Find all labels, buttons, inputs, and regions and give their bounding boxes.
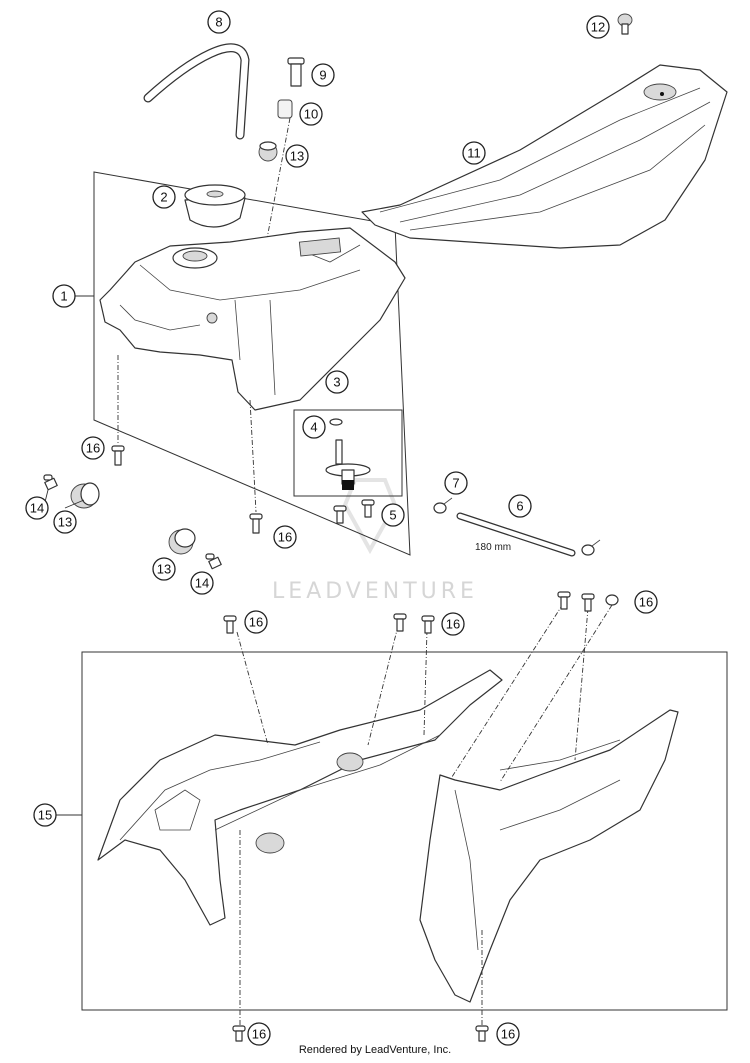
- svg-text:13: 13: [58, 515, 72, 530]
- svg-text:16: 16: [278, 530, 292, 545]
- svg-text:9: 9: [319, 68, 326, 83]
- callout-7: 7: [444, 471, 468, 495]
- callout-16-f: 16: [247, 1022, 271, 1046]
- screw-14-left: [43, 474, 58, 491]
- spoiler-screw-axis-4: [449, 603, 564, 781]
- svg-text:14: 14: [195, 576, 209, 591]
- seat-fixing-screw: [617, 13, 633, 35]
- svg-text:12: 12: [591, 20, 605, 35]
- spoiler-screw-axis-6: [499, 604, 613, 783]
- callout-10: 10: [299, 102, 323, 126]
- callout-16-a: 16: [81, 436, 105, 460]
- callout-4: 4: [302, 415, 326, 439]
- fuel-line-length-label: 180 mm: [475, 542, 511, 553]
- svg-text:16: 16: [639, 595, 653, 610]
- spoiler-left: [97, 669, 503, 926]
- seat: [361, 64, 728, 249]
- tank-rubber-grommet: [258, 141, 278, 162]
- svg-text:16: 16: [501, 1027, 515, 1042]
- hose-clamps: [433, 497, 601, 556]
- fuel-tap-group-frame: [293, 409, 403, 497]
- tank-mount-bushing: [277, 99, 293, 119]
- spoiler-right: [419, 709, 679, 1003]
- spoiler-screw-axis-5: [574, 607, 589, 761]
- spoiler-screw-axis-2: [367, 625, 399, 746]
- callout-8: 8: [207, 10, 231, 34]
- svg-text:3: 3: [333, 375, 340, 390]
- spoiler-screw-axis-3: [423, 629, 428, 736]
- callout-9: 9: [311, 63, 335, 87]
- spoiler-screw-axis-1: [236, 631, 269, 746]
- callout-16-e: 16: [634, 590, 658, 614]
- svg-text:1: 1: [60, 289, 67, 304]
- fuel-tap-screws: [333, 499, 375, 524]
- watermark-text: LEADVENTURE: [272, 579, 478, 604]
- svg-text:15: 15: [38, 808, 52, 823]
- tank-screw-front: [111, 445, 125, 466]
- breather-hose: [143, 43, 250, 140]
- svg-text:7: 7: [452, 476, 459, 491]
- fuel-tap: [325, 418, 371, 490]
- svg-text:4: 4: [310, 420, 317, 435]
- callout-13-top: 13: [285, 144, 309, 168]
- rubber-buffer-13-left: [70, 482, 100, 509]
- leader-lines: [44, 295, 94, 816]
- svg-text:14: 14: [30, 501, 44, 516]
- callout-5: 5: [381, 503, 405, 527]
- spoiler-screws: [223, 591, 619, 1042]
- callout-16-c: 16: [244, 610, 268, 634]
- callout-6: 6: [508, 494, 532, 518]
- tank-mount-screw: [287, 57, 305, 87]
- svg-text:8: 8: [215, 15, 222, 30]
- svg-text:5: 5: [389, 508, 396, 523]
- callout-16-b: 16: [273, 525, 297, 549]
- svg-text:13: 13: [290, 149, 304, 164]
- callout-12: 12: [586, 15, 610, 39]
- screw-14-center: [205, 553, 222, 570]
- callout-1: 1: [52, 284, 76, 308]
- fuel-tank: [99, 227, 406, 411]
- callout-14-left: 14: [25, 496, 49, 520]
- tank-screw-axis-rear: [249, 399, 257, 513]
- svg-text:16: 16: [446, 617, 460, 632]
- rubber-buffer-13-center: [168, 528, 196, 555]
- svg-text:13: 13: [157, 562, 171, 577]
- callout-16-g: 16: [496, 1022, 520, 1046]
- fuel-tank-group-frame: [93, 171, 411, 556]
- svg-text:16: 16: [249, 615, 263, 630]
- fuel-cap: [184, 184, 246, 228]
- svg-text:16: 16: [252, 1027, 266, 1042]
- svg-text:2: 2: [160, 190, 167, 205]
- callout-13-center: 13: [152, 557, 176, 581]
- spoiler-group-frame: [81, 651, 728, 1011]
- callout-15: 15: [33, 803, 57, 827]
- callout-14-center: 14: [190, 571, 214, 595]
- fuel-line: 180 mm: [456, 512, 576, 557]
- svg-text:11: 11: [467, 146, 481, 161]
- svg-text:6: 6: [516, 499, 523, 514]
- callout-3: 3: [325, 370, 349, 394]
- tank-screw-rear: [249, 513, 263, 534]
- svg-text:16: 16: [86, 441, 100, 456]
- svg-text:10: 10: [304, 107, 318, 122]
- callout-2: 2: [152, 185, 176, 209]
- watermark: LEADVENTURE: [272, 478, 478, 604]
- footer-credit: Rendered by LeadVenture, Inc.: [298, 1044, 452, 1056]
- callout-16-d: 16: [441, 612, 465, 636]
- callout-13-left: 13: [53, 510, 77, 534]
- callout-11: 11: [462, 141, 486, 165]
